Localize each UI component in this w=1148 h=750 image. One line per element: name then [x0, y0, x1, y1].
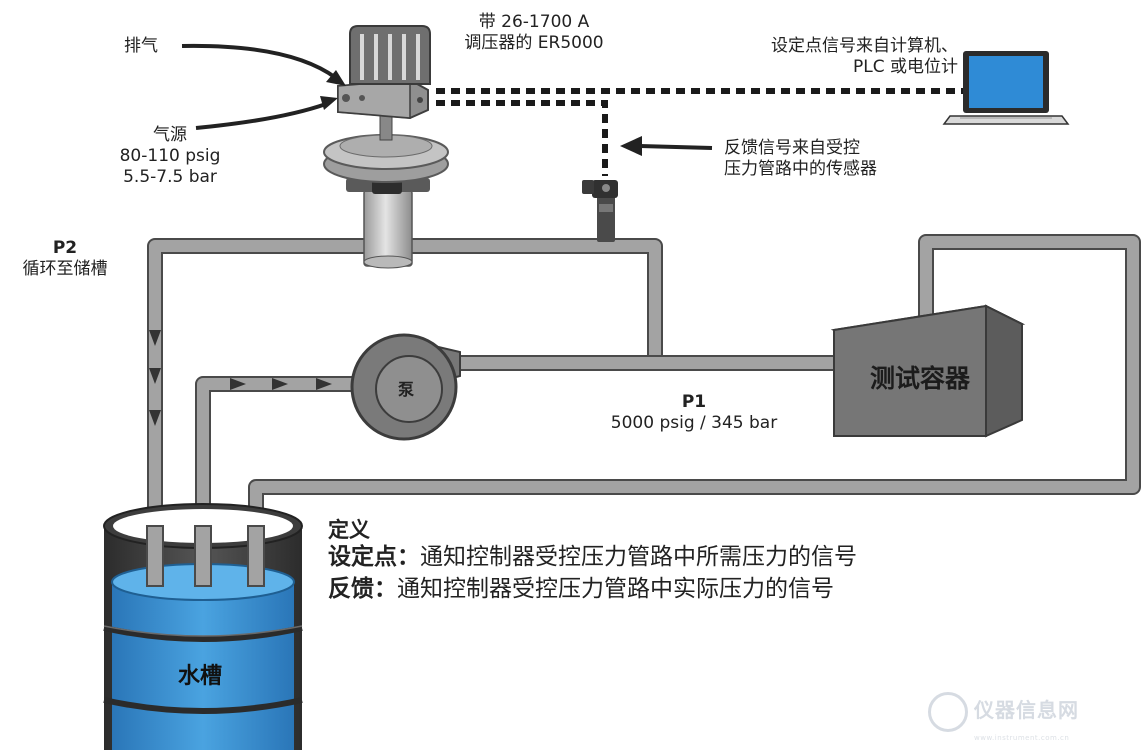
setpoint-text: 通知控制器受控压力管路中所需压力的信号 — [420, 544, 857, 570]
flow-arrow-right-icon — [316, 378, 332, 390]
pump-label: 泵 — [398, 380, 415, 399]
p1-label: P1 5000 psig / 345 bar — [596, 392, 792, 434]
air-supply-arrow-icon — [195, 102, 327, 130]
setpoint-source-line1: 设定点信号来自计算机、 — [771, 36, 958, 56]
watermark: 仪器信息网 www.instrument.com.cn — [928, 692, 1079, 749]
exhaust-label: 排气 — [124, 36, 158, 56]
p2-description: 循环至储槽 — [22, 259, 108, 279]
er5000-regulator — [323, 25, 449, 269]
p2-title: P2 — [52, 238, 78, 258]
feedback-signal-line — [436, 100, 608, 176]
p1-title: P1 — [681, 392, 707, 412]
arrowhead-icon — [620, 136, 642, 156]
watermark-url: www.instrument.com.cn — [974, 734, 1070, 742]
flow-arrow-right-icon — [272, 378, 288, 390]
setpoint-definition: 设定点：通知控制器受控压力管路中所需压力的信号 — [328, 541, 857, 573]
regulator-label: 带 26-1700 A 调压器的 ER5000 — [438, 12, 630, 54]
flow-arrow-down-icon — [149, 368, 161, 384]
feedback-text: 通知控制器受控压力管路中实际压力的信号 — [397, 576, 834, 602]
tank-label: 水槽 — [178, 664, 223, 689]
test-vessel-label: 测试容器 — [870, 364, 971, 393]
pressure-transducer — [582, 180, 618, 242]
setpoint-source-line2: PLC 或电位计 — [853, 57, 958, 77]
regulator-label-line2: 调压器的 ER5000 — [464, 33, 604, 53]
definitions-block: 定义 设定点：通知控制器受控压力管路中所需压力的信号 反馈：通知控制器受控压力管… — [328, 520, 857, 605]
feedback-source-line1: 反馈信号来自受控 — [724, 138, 860, 158]
setpoint-term: 设定点： — [328, 544, 420, 570]
air-supply-label: 气源 80-110 psig 5.5-7.5 bar — [96, 125, 244, 188]
pump — [350, 333, 461, 441]
feedback-source-label: 反馈信号来自受控 压力管路中的传感器 — [724, 138, 877, 180]
definitions-title: 定义 — [328, 518, 370, 542]
p1-description: 5000 psig / 345 bar — [610, 413, 778, 433]
regulator-label-line1: 带 26-1700 A — [478, 12, 590, 32]
exhaust-arrow-icon — [181, 43, 338, 80]
feedback-definition: 反馈：通知控制器受控压力管路中实际压力的信号 — [328, 573, 857, 605]
flow-arrow-right-icon — [230, 378, 246, 390]
feedback-term: 反馈： — [328, 576, 397, 602]
watermark-logo-icon — [928, 692, 968, 732]
p2-label: P2 循环至储槽 — [2, 238, 128, 280]
feedback-arrow-icon — [639, 144, 713, 150]
feedback-source-line2: 压力管路中的传感器 — [724, 159, 877, 179]
laptop-icon — [942, 51, 1070, 125]
flow-arrow-down-icon — [149, 330, 161, 346]
label-arrows — [181, 43, 713, 150]
water-tank — [103, 503, 303, 750]
arrowhead-icon — [326, 70, 346, 86]
test-vessel — [830, 304, 1026, 438]
arrowhead-icon — [320, 96, 338, 110]
setpoint-source-label: 设定点信号来自计算机、 PLC 或电位计 — [680, 36, 958, 78]
air-supply-title: 气源 — [153, 125, 187, 145]
signal-lines — [436, 88, 968, 176]
flow-arrow-down-icon — [149, 410, 161, 426]
air-supply-bar: 5.5-7.5 bar — [123, 167, 217, 187]
watermark-text: 仪器信息网 — [974, 698, 1079, 722]
air-supply-psig: 80-110 psig — [119, 146, 221, 166]
flow-arrows — [149, 330, 332, 426]
